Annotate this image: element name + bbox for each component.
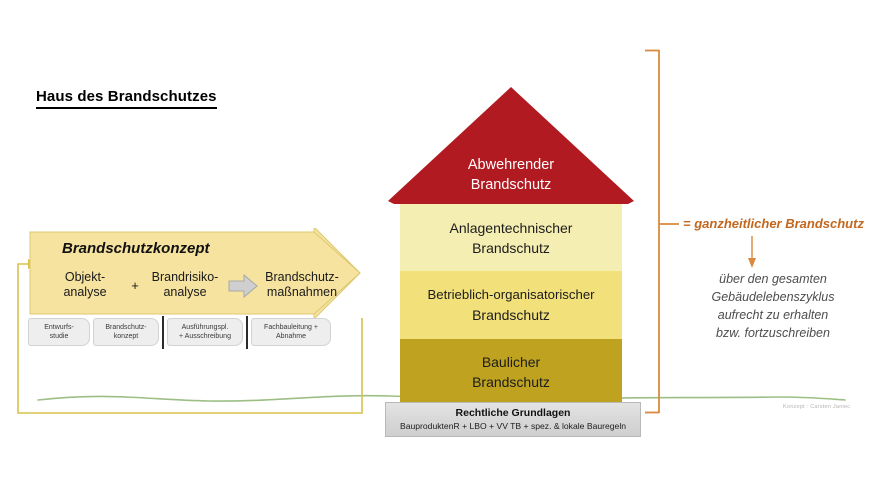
house-foundation[interactable]: Rechtliche Grundlagen BauproduktenR + LB… xyxy=(385,402,641,437)
phase-box-brandschutzkonzept[interactable]: Brandschutz- konzept xyxy=(93,318,159,346)
step-line-2: analyse xyxy=(163,285,207,299)
phase-line-1: Entwurfs- xyxy=(44,324,74,331)
house-layer-baulicher[interactable]: Baulicher Brandschutz xyxy=(400,339,622,404)
phase-box-fachbauleitung[interactable]: Fachbauleitung + Abnahme xyxy=(251,318,331,346)
arrow-shape xyxy=(29,228,361,318)
step-line-2: maßnahmen xyxy=(266,285,338,299)
layer-line-2: Brandschutz xyxy=(472,307,550,323)
phase-line-1: Fachbauleitung + xyxy=(264,324,318,331)
layer-line-1: Betrieblich-organisatorischer xyxy=(427,287,595,302)
roof-line-1: Abwehrender xyxy=(467,157,555,173)
roof-line-2: Brandschutz xyxy=(470,177,552,193)
layer-line-1: Baulicher xyxy=(481,353,541,370)
note-line-2: Gebäudelebenszyklus xyxy=(711,290,835,304)
house-layer-anlagentechnischer[interactable]: Anlagentechnischer Brandschutz xyxy=(400,204,622,271)
phase-line-2: + Ausschreibung xyxy=(179,333,231,340)
step-line-1: Brandrisiko- xyxy=(151,270,219,284)
note-line-3: aufrecht zu erhalten xyxy=(717,308,829,322)
foundation-title: Rechtliche Grundlagen xyxy=(455,407,571,419)
concept-step-brandschutzmassnahmen: Brandschutz- maßnahmen xyxy=(250,270,354,300)
credit-text: Konzept : Carsten Janiec xyxy=(783,404,851,410)
note-line-1: über den gesamten xyxy=(719,272,827,286)
phase-box-entwurfsstudie[interactable]: Entwurfs- studie xyxy=(28,318,90,346)
holistic-bracket xyxy=(645,49,756,414)
phase-line-2: Abnahme xyxy=(276,333,306,340)
step-line-1: Objekt- xyxy=(64,270,106,284)
phase-separator xyxy=(246,316,248,349)
concept-step-brandrisikoanalyse: Brandrisiko- analyse xyxy=(144,270,226,300)
step-line-2: analyse xyxy=(63,285,107,299)
phase-line-2: konzept xyxy=(113,333,139,340)
layer-line-2: Brandschutz xyxy=(472,239,550,256)
layer-line-1: Anlagentechnischer xyxy=(449,219,573,236)
holistic-protection-note: über den gesamten Gebäudelebenszyklus au… xyxy=(678,270,868,342)
brandschutzkonzept-arrow[interactable]: Brandschutzkonzept Objekt- analyse + Bra… xyxy=(22,228,362,318)
phase-line-1: Brandschutz- xyxy=(105,324,147,331)
foundation-subtitle: BauproduktenR + LBO + VV TB + spez. & lo… xyxy=(399,421,627,431)
concept-step-objektanalyse: Objekt- analyse xyxy=(46,270,124,300)
phase-separator xyxy=(162,316,164,349)
step-line-1: Brandschutz- xyxy=(265,270,339,284)
page-title: Haus des Brandschutzes xyxy=(36,88,217,109)
house-layer-betrieblich-organisatorischer[interactable]: Betrieblich-organisatorischer Brandschut… xyxy=(400,271,622,339)
right-arrow-icon xyxy=(228,273,258,299)
phase-line-2: studie xyxy=(49,333,69,340)
note-line-4: bzw. fortzuschreiben xyxy=(716,326,830,340)
holistic-protection-label: = ganzheitlicher Brandschutz xyxy=(683,216,864,231)
concept-heading: Brandschutzkonzept xyxy=(62,240,210,257)
house-roof[interactable] xyxy=(388,87,634,204)
roof-label: Abwehrender Brandschutz xyxy=(388,155,634,195)
layer-line-2: Brandschutz xyxy=(472,373,550,390)
concept-operator-plus: + xyxy=(131,278,139,293)
phase-line-1: Ausführungspl. xyxy=(181,324,229,331)
phase-box-ausfuehrungsplanung[interactable]: Ausführungspl. + Ausschreibung xyxy=(167,318,243,346)
